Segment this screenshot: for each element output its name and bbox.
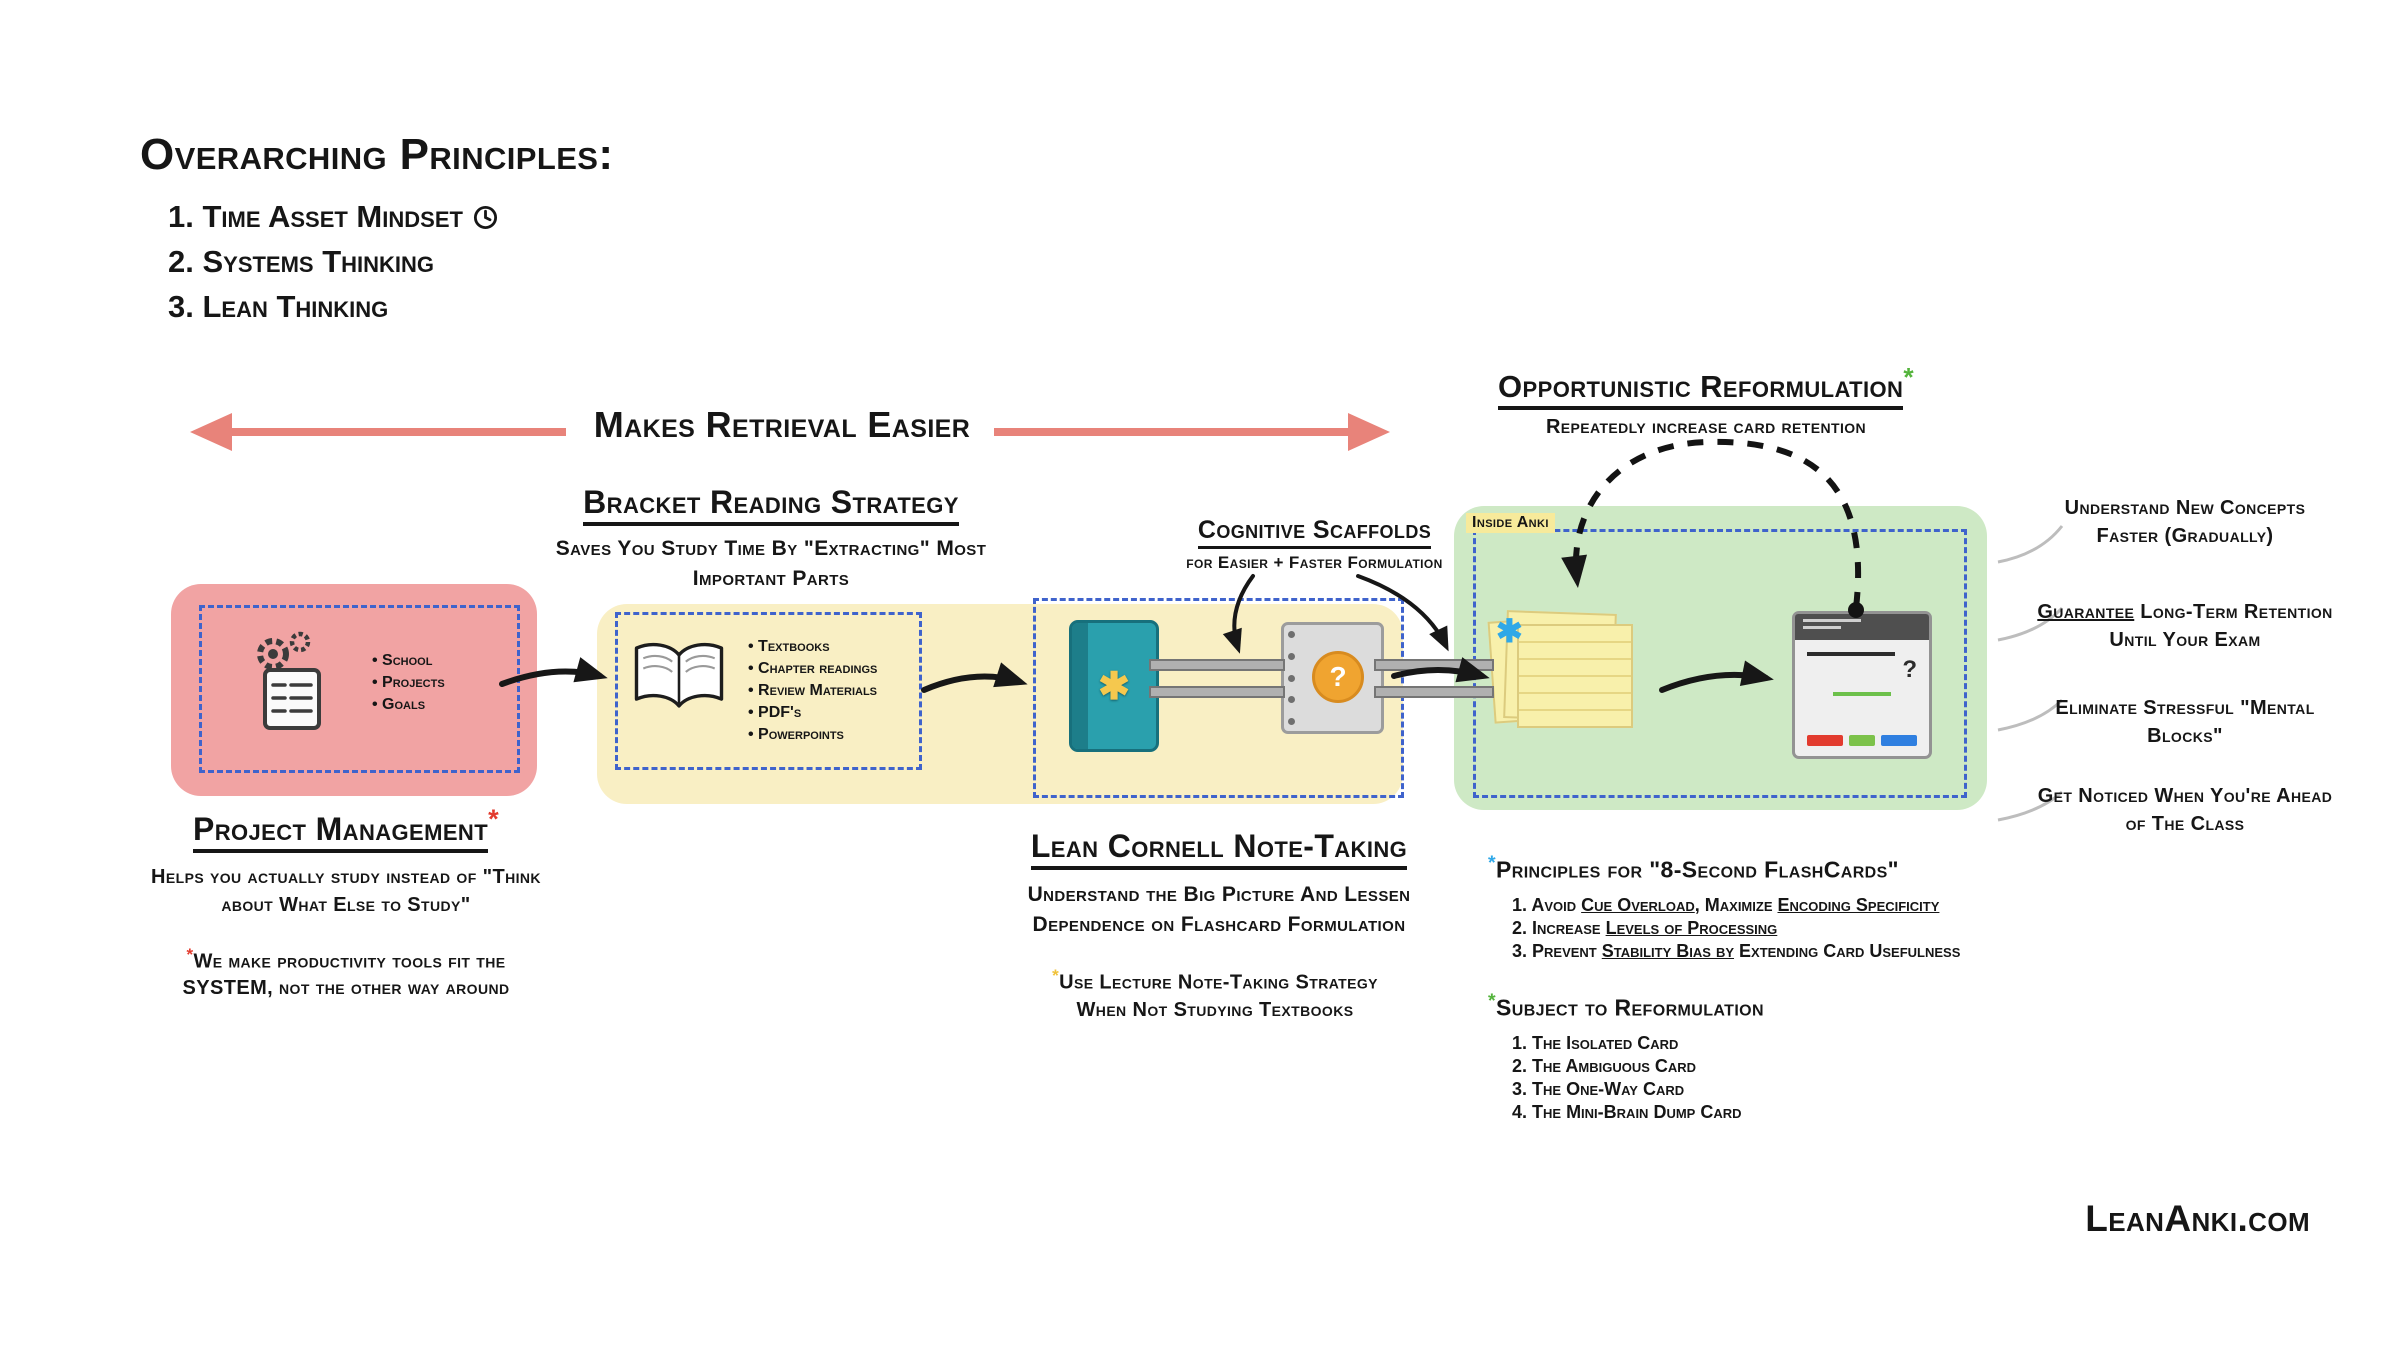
list-item: Projects <box>372 672 445 694</box>
sticky-note-front <box>1517 624 1633 728</box>
list-item: Powerpoints <box>748 724 877 746</box>
scaffolds-title: Cognitive Scaffolds <box>1197 516 1432 549</box>
project-box-list: School Projects Goals <box>372 650 445 716</box>
flashcard-principles: *Principles for "8-Second FlashCards" 1.… <box>1488 852 1960 963</box>
green-asterisk: * <box>1488 990 1497 1012</box>
reading-materials-list: Textbooks Chapter readings Review Materi… <box>748 636 877 746</box>
overarching-principles: Overarching Principles: 1. Time Asset Mi… <box>140 130 613 329</box>
easy-button-icon <box>1881 735 1917 746</box>
gears-checklist-icon <box>257 631 321 730</box>
subject-to-reformulation: *Subject to Reformulation 1. The Isolate… <box>1488 990 1764 1124</box>
outcome-item: Eliminate Stressful "Mental Blocks" <box>2055 697 2315 747</box>
cornell-note: *Use Lecture Note-Taking Strategy When N… <box>1052 966 1378 1021</box>
reading-notetaking-box <box>597 604 1403 804</box>
list-item: Textbooks <box>748 636 877 658</box>
list-item: School <box>372 650 445 672</box>
cornell-dashed-frame <box>1033 598 1404 798</box>
cornell-notebook-icon: ✱ <box>1069 620 1159 752</box>
list-item: Review Materials <box>748 680 877 702</box>
principle-item-1: 1. Time Asset Mindset <box>168 194 613 239</box>
project-dashed-frame <box>199 605 520 773</box>
principle-item-3: 3. Lean Thinking <box>168 289 389 324</box>
list-item: Goals <box>372 694 445 716</box>
flashcard-buttons <box>1807 735 1917 746</box>
again-button-icon <box>1807 735 1843 746</box>
principle-item-2: 2. Systems Thinking <box>168 244 435 279</box>
flashcard-principle-item: 2. Increase Levels of Processing <box>1512 917 1778 938</box>
notepad-binding <box>1288 631 1298 725</box>
cornell-title: Lean Cornell Note-Taking <box>1030 828 1408 870</box>
blue-asterisk-icon: ✱ <box>1496 613 1523 649</box>
project-management-box <box>171 584 537 796</box>
flashcard-question-mark: ? <box>1902 656 1917 683</box>
opportunistic-title: Opportunistic Reformulation <box>1498 369 1904 411</box>
opportunistic-subtitle: Repeatedly increase card retention <box>1545 416 1867 439</box>
reading-dashed-frame <box>615 612 922 770</box>
flashcard-body: ? <box>1795 640 1929 756</box>
cornell-text: Lean Cornell Note-Taking Understand the … <box>959 828 1479 940</box>
cornell-subtitle: Understand the Big Picture And Lessen De… <box>1027 883 1411 936</box>
blue-asterisk: * <box>1488 852 1497 874</box>
flashcard-text-line <box>1807 652 1895 656</box>
yellow-asterisk: * <box>1052 966 1060 985</box>
red-asterisk: * <box>488 803 500 834</box>
reformulation-item: 2. The Ambiguous Card <box>1512 1055 1697 1076</box>
list-item: Chapter readings <box>748 658 877 680</box>
green-asterisk: * <box>1903 362 1914 392</box>
scaffold-notepad-icon: ? <box>1281 622 1384 734</box>
outcome-item: Guarantee Long-Term Retention Until Your… <box>2037 601 2333 651</box>
project-management-text: Project Management* Helps you actually s… <box>126 803 566 1002</box>
yellow-asterisk-icon: ✱ <box>1098 665 1130 708</box>
notebook-spine <box>1072 623 1088 749</box>
overarching-title: Overarching Principles: <box>140 130 614 179</box>
outcome-item: Understand New Concepts Faster (Graduall… <box>2064 497 2306 547</box>
question-badge-icon: ? <box>1312 651 1364 703</box>
site-footer: LeanAnki.com <box>2085 1198 2310 1239</box>
red-asterisk: * <box>186 944 194 964</box>
reformulation-item: 4. The Mini-Brain Dump Card <box>1512 1101 1742 1122</box>
inside-anki-label: Inside Anki <box>1466 513 1555 533</box>
flashcard-principles-title: Principles for "8-Second FlashCards" <box>1496 856 1899 883</box>
anki-flashcard-icon: ? <box>1792 611 1932 759</box>
bracket-subtitle: Saves You Study Time By "Extracting" Mos… <box>555 537 987 590</box>
reformulation-item: 3. The One-Way Card <box>1512 1078 1685 1099</box>
clock-icon <box>473 205 497 230</box>
flashcard-answer-line <box>1833 692 1891 696</box>
cognitive-scaffolds-text: Cognitive Scaffolds for Easier + Faster … <box>1117 516 1512 573</box>
outcome-connectors <box>1997 525 2064 822</box>
retrieval-arrow-label: Makes Retrieval Easier <box>593 404 971 445</box>
flashcard-principle-item: 3. Prevent Stability Bias by Extending C… <box>1512 940 1961 961</box>
opportunistic-reformulation: Opportunistic Reformulation* Repeatedly … <box>1456 362 1956 439</box>
project-note: *We make productivity tools fit the SYST… <box>182 944 510 1000</box>
sticky-notes-stack-icon <box>1487 610 1643 738</box>
flashcard-principle-item: 1. Avoid Cue Overload, Maximize Encoding… <box>1512 894 1940 915</box>
reformulation-item: 1. The Isolated Card <box>1512 1032 1679 1053</box>
bracket-title: Bracket Reading Strategy <box>583 484 959 526</box>
open-book-icon <box>634 642 724 708</box>
outcome-item: Get Noticed When You're Ahead of The Cla… <box>2037 785 2333 835</box>
project-title: Project Management <box>192 811 489 853</box>
good-button-icon <box>1849 735 1875 746</box>
scaffolds-subtitle: for Easier + Faster Formulation <box>1186 553 1443 572</box>
reformulation-title: Subject to Reformulation <box>1496 994 1764 1021</box>
project-subtitle: Helps you actually study instead of "Thi… <box>151 865 541 916</box>
list-item: PDF's <box>748 702 877 724</box>
bracket-reading-text: Bracket Reading Strategy Saves You Study… <box>521 484 1021 594</box>
flashcard-titlebar <box>1795 614 1929 640</box>
